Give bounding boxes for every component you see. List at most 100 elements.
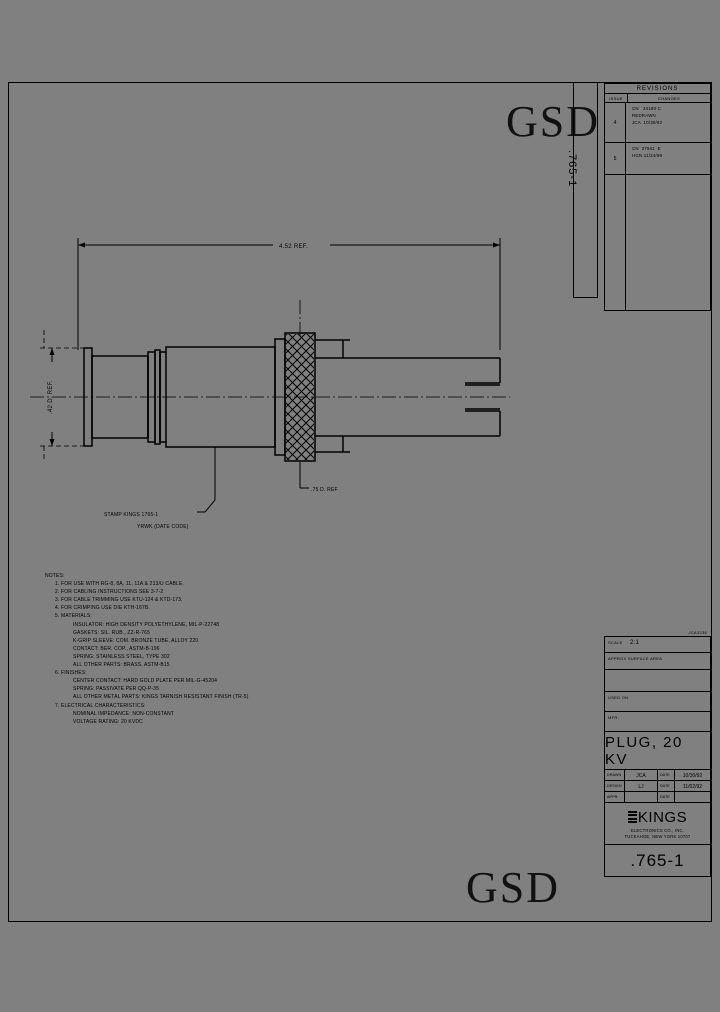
tb-scale-value: 2:1 — [630, 640, 640, 646]
note-item: 7. ELECTRICAL CHARACTERISTICS: — [55, 702, 146, 709]
connector-knurl — [284, 332, 316, 462]
vertical-pn-line-bottom — [573, 297, 598, 298]
revision-issue — [605, 175, 626, 310]
notes-heading: NOTES: — [45, 573, 65, 579]
dim-text-knurl-diameter: .75 D. REF — [311, 487, 338, 493]
tb-signature-row: DESIGN LJ DATE 11/02/92 — [604, 781, 711, 792]
company-name: KINGS — [637, 808, 688, 826]
tb-date-value: 10/30/92 — [682, 772, 703, 779]
dim-overall-length — [77, 238, 501, 350]
note-item: SPRING: STAINLESS STEEL, TYPE 302 — [73, 653, 170, 660]
drawing-number: JCA3236 — [688, 630, 707, 635]
tb-role-label: DESIGN — [607, 784, 622, 788]
revisions-header-issue: ISSUE — [605, 94, 628, 102]
note-item: CENTER CONTACT: HARD GOLD PLATE PER MIL-… — [73, 678, 218, 685]
tb-date-label: DATE — [660, 784, 670, 788]
revision-change-line: REDRAWN — [632, 112, 656, 118]
cable-section — [315, 339, 501, 453]
revision-change-line: JCA 10/30/92 — [632, 119, 663, 125]
tb-surface-area-label: APPROX SURFACE AREA — [608, 655, 663, 661]
tb-row-blank — [604, 670, 711, 692]
tb-row-scale: SCALE 2:1 — [604, 636, 711, 653]
note-item: ALL OTHER METAL PARTS: KINGS TARNISH RES… — [73, 694, 249, 701]
revisions-header-changes: CHANGES — [628, 94, 710, 102]
company-logo-block: KINGS ELECTRONICS CO., INC. TUCKAHOE, NE… — [604, 803, 711, 845]
null-cell: JCA — [625, 770, 658, 780]
kings-logo: KINGS — [627, 808, 688, 826]
note-item: SPRING: PASSIVATE PER QQ-P-35 — [73, 686, 160, 693]
tb-date-label-cell: DATE — [658, 792, 675, 802]
tb-role-label: DRAWN — [607, 773, 622, 777]
note-item: INSULATOR: HIGH DENSITY POLYETHYLENE, MI… — [73, 621, 220, 628]
tb-date-value: 11/02/92 — [682, 783, 703, 790]
tb-date-label-cell: DATE — [658, 781, 675, 791]
gsd-watermark-top: GSD — [506, 97, 601, 146]
tb-scale-label: SCALE — [608, 639, 623, 645]
callout-stamp-line2: YRWK (DATE CODE) — [137, 524, 189, 530]
note-item: VOLTAGE RATING: 20 KVDC — [73, 718, 143, 725]
note-item: K-GRIP SLEEVE: COM. BRONZE TUBE, ALLOY 2… — [73, 637, 199, 644]
note-item: 6. FINISHES: — [55, 670, 87, 677]
vertical-pn-line-right — [597, 83, 598, 298]
notes-block: NOTES: 1. FOR USE WITH RG-8, 8A, 11, 11A … — [45, 572, 249, 726]
revision-issue: 4 — [605, 103, 626, 142]
tb-role-label-cell: DESIGN — [605, 781, 625, 791]
tb-row-used-on: USED ON — [604, 692, 711, 712]
null-cell: 10/30/92 — [675, 770, 710, 780]
revision-row-empty — [605, 175, 710, 310]
revision-change-line: CN 34190 C — [632, 106, 662, 111]
vertical-pn-line-left — [573, 83, 574, 298]
tb-part-number: .765-1 — [604, 845, 711, 877]
tb-drawing-title: PLUG, 20 KV — [604, 732, 711, 770]
note-item: 5. MATERIALS: — [55, 613, 92, 620]
note-item: NOMINAL IMPEDANCE: NON-CONSTANT — [73, 710, 175, 717]
company-line1: ELECTRONICS CO., INC. — [630, 827, 685, 833]
tb-row-surface-area: APPROX SURFACE AREA — [604, 653, 711, 670]
tb-mfr-label: MFR: — [608, 714, 619, 720]
tb-row-mfr: MFR: — [604, 712, 711, 732]
tb-role-value: LJ — [638, 783, 644, 790]
tb-signature-row: APPR. DATE — [604, 792, 711, 803]
callout-stamp-line1: STAMP KINGS 1765-1 — [104, 512, 158, 518]
null-cell: LJ — [625, 781, 658, 791]
tb-date-label-cell: DATE — [658, 770, 675, 780]
dim-text-overall-length: 4.52 REF. — [279, 244, 308, 250]
tb-role-label-cell: DRAWN — [605, 770, 625, 780]
kings-bars-icon — [627, 811, 637, 823]
tb-used-on-label: USED ON — [608, 694, 629, 700]
revision-change-line: CN 37941 E — [632, 146, 661, 151]
gsd-watermark-bottom: GSD — [466, 863, 561, 912]
revision-changes — [626, 175, 710, 310]
tb-role-label-cell: APPR. — [605, 792, 625, 802]
tb-date-label: DATE — [660, 795, 670, 799]
dim-left-diameter — [40, 330, 88, 462]
connector-rear-coupling — [83, 347, 161, 447]
tb-date-label: DATE — [660, 773, 670, 777]
note-item: 1. FOR USE WITH RG-8, 8A, 11, 11A & 213/… — [55, 581, 185, 588]
company-line2: TUCKAHOE, NEW YORK 10707 — [624, 833, 691, 839]
null-cell: 11/02/92 — [675, 781, 710, 791]
dim-text-left-diameter: .42 D. REF. — [48, 380, 54, 414]
note-item: 2. FOR CABLING INSTRUCTIONS SEE 3-7-2 — [55, 589, 164, 596]
revisions-header-changes-label: CHANGES — [658, 95, 680, 101]
revision-issue: 5 — [605, 143, 626, 174]
tb-role-label: APPR. — [607, 795, 619, 799]
note-item: 3. FOR CABLE TRIMMING USE KTU-124 & KTD-… — [55, 597, 183, 604]
leader-stamp — [197, 447, 216, 513]
tb-role-value: JCA — [636, 772, 646, 779]
null-cell — [625, 792, 658, 802]
tb-signature-row: DRAWN JCA DATE 10/30/92 — [604, 770, 711, 781]
note-item: CONTACT: BER. COP., ASTM-B-196 — [73, 645, 160, 652]
leader-knurl-diameter — [299, 300, 309, 489]
note-item: ALL OTHER PARTS: BRASS, ASTM-B15 — [73, 662, 170, 669]
drawing-border — [8, 82, 712, 922]
